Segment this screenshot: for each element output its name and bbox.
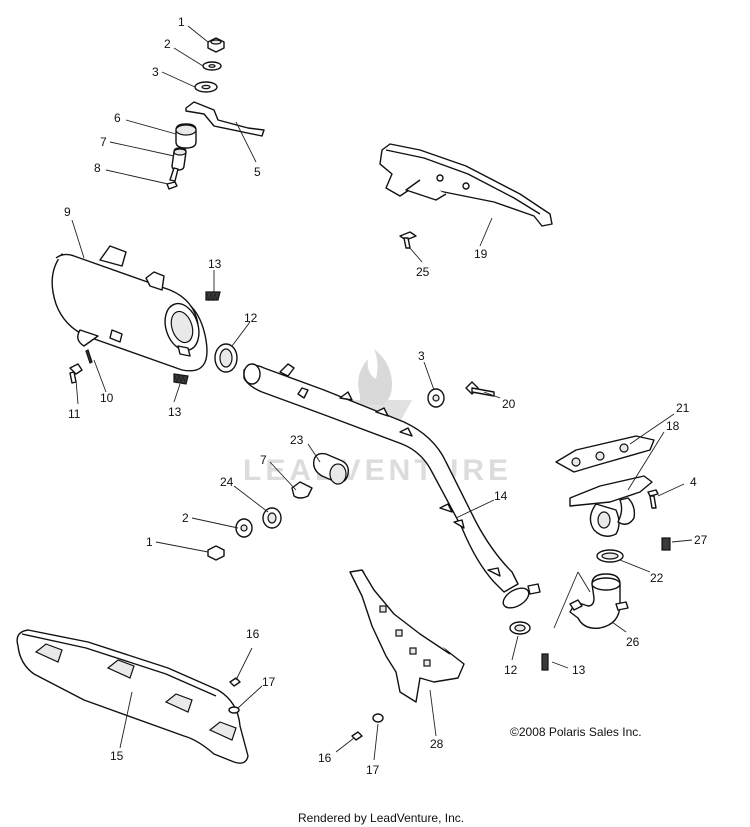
muffler-part-9 [51,245,208,372]
callout-12: 12 [244,311,258,325]
small-hardware-10-11 [69,349,93,384]
elbow-pipe-part-26 [569,573,629,629]
callout-7: 7 [260,453,267,467]
callout-16: 16 [318,751,332,765]
callout-3: 3 [418,349,425,363]
manifold-part-18 [569,475,653,537]
spring-part-13b [173,373,189,385]
top-mount-hardware [166,37,265,190]
callout-28: 28 [430,737,444,751]
small-hardware-16-17 [228,677,384,741]
bolt-part-8 [166,181,178,190]
leadventure-watermark: LEADVENTURE [243,349,512,487]
callout-19: 19 [474,247,488,261]
callout-13: 13 [208,257,222,271]
callout-9: 9 [64,205,71,219]
callout-25: 25 [416,265,430,279]
clip-part-27 [661,537,671,551]
callout-10: 10 [100,391,114,405]
mid-mount-hardware [207,452,350,561]
callout-24: 24 [220,475,234,489]
copyright-notice: ©2008 Polaris Sales Inc. [510,725,642,739]
callout-8: 8 [94,161,101,175]
bushing-part-7b [291,481,313,499]
callout-2: 2 [182,511,189,525]
callout-13: 13 [572,663,586,677]
callout-21: 21 [676,401,690,415]
callout-17: 17 [262,675,276,689]
callout-17: 17 [366,763,380,777]
bolt-part-25 [399,231,417,249]
callout-13: 13 [168,405,182,419]
callout-27: 27 [694,533,708,547]
bolt-part-4 [647,489,659,509]
seal-part-22 [596,549,624,563]
callout-1: 1 [178,15,185,29]
heat-shield-part-19 [379,143,553,227]
footer-credit: Rendered by LeadVenture, Inc. [298,811,464,825]
callout-12: 12 [504,663,518,677]
heat-shield-part-15 [16,629,249,764]
leader-lines [71,25,693,761]
callout-22: 22 [650,571,664,585]
callout-7: 7 [100,135,107,149]
callout-15: 15 [110,749,124,763]
callout-20: 20 [502,397,516,411]
seal-part-12a [214,343,238,373]
gasket-part-21 [555,435,655,473]
center-hardware-3-20 [427,381,495,408]
callout-6: 6 [114,111,121,125]
callout-11: 11 [68,407,81,421]
spring-part-13c [541,653,549,671]
callout-26: 26 [626,635,640,649]
heat-shield-part-28 [349,569,465,703]
exhaust-pipe-part-14 [243,363,541,609]
callout-5: 5 [254,165,261,179]
callout-18: 18 [666,419,680,433]
nut-part-1b [207,545,225,561]
seal-part-12b [509,621,531,635]
watermark-text: LEADVENTURE [243,454,512,487]
group-leader-lines [553,571,591,629]
callout-14: 14 [494,489,508,503]
bracket-part-5 [185,101,265,137]
callout-3: 3 [152,65,159,79]
callout-23: 23 [290,433,304,447]
callout-16: 16 [246,627,260,641]
callout-numbers: 1 2 3 6 7 8 5 9 13 12 10 11 13 19 25 3 2… [64,15,708,777]
callout-4: 4 [690,475,697,489]
spring-part-13a [205,291,221,302]
callout-2: 2 [164,37,171,51]
callout-1: 1 [146,535,153,549]
